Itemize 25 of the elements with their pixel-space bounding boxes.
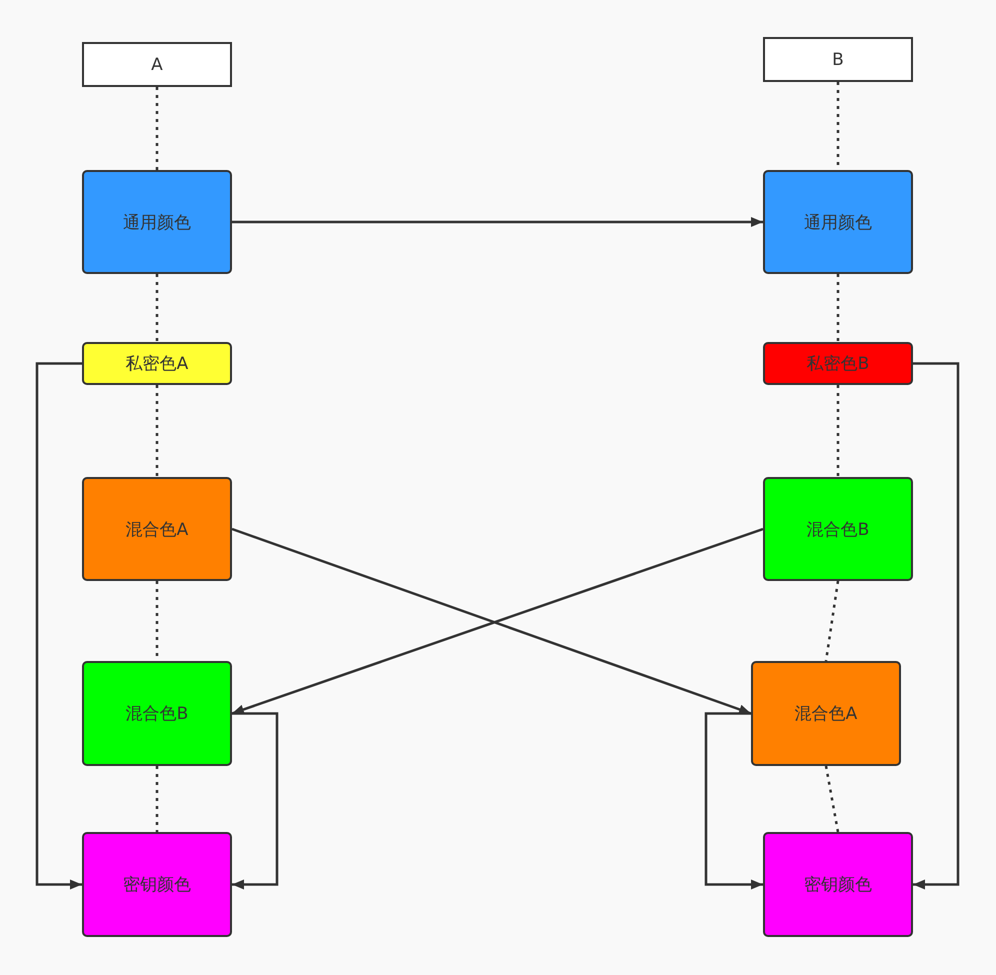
color-box: 密钥颜色 <box>82 832 232 937</box>
dotted-line <box>836 274 840 342</box>
dotted-line <box>824 580 840 662</box>
dotted-line <box>156 385 158 477</box>
color-box: 混合色B <box>82 661 232 766</box>
color-box: 混合色B <box>763 477 913 581</box>
arrow <box>36 362 82 890</box>
color-box: 通用颜色 <box>763 170 913 274</box>
dotted-line <box>156 87 158 170</box>
dotted-line <box>824 766 840 832</box>
participant-box: A <box>82 42 232 87</box>
color-box: 密钥颜色 <box>763 832 913 937</box>
color-box: 通用颜色 <box>82 170 232 274</box>
dotted-line <box>836 385 840 477</box>
dotted-line <box>156 766 158 832</box>
color-box: 混合色A <box>82 477 232 581</box>
participant-box: B <box>763 37 913 82</box>
color-box: 私密色B <box>763 342 913 385</box>
arrow <box>913 362 960 890</box>
arrow <box>704 712 763 890</box>
dotted-line <box>156 274 158 342</box>
arrow <box>232 712 278 890</box>
arrow <box>232 217 763 227</box>
color-box: 私密色A <box>82 342 232 385</box>
color-box: 混合色A <box>751 661 901 766</box>
